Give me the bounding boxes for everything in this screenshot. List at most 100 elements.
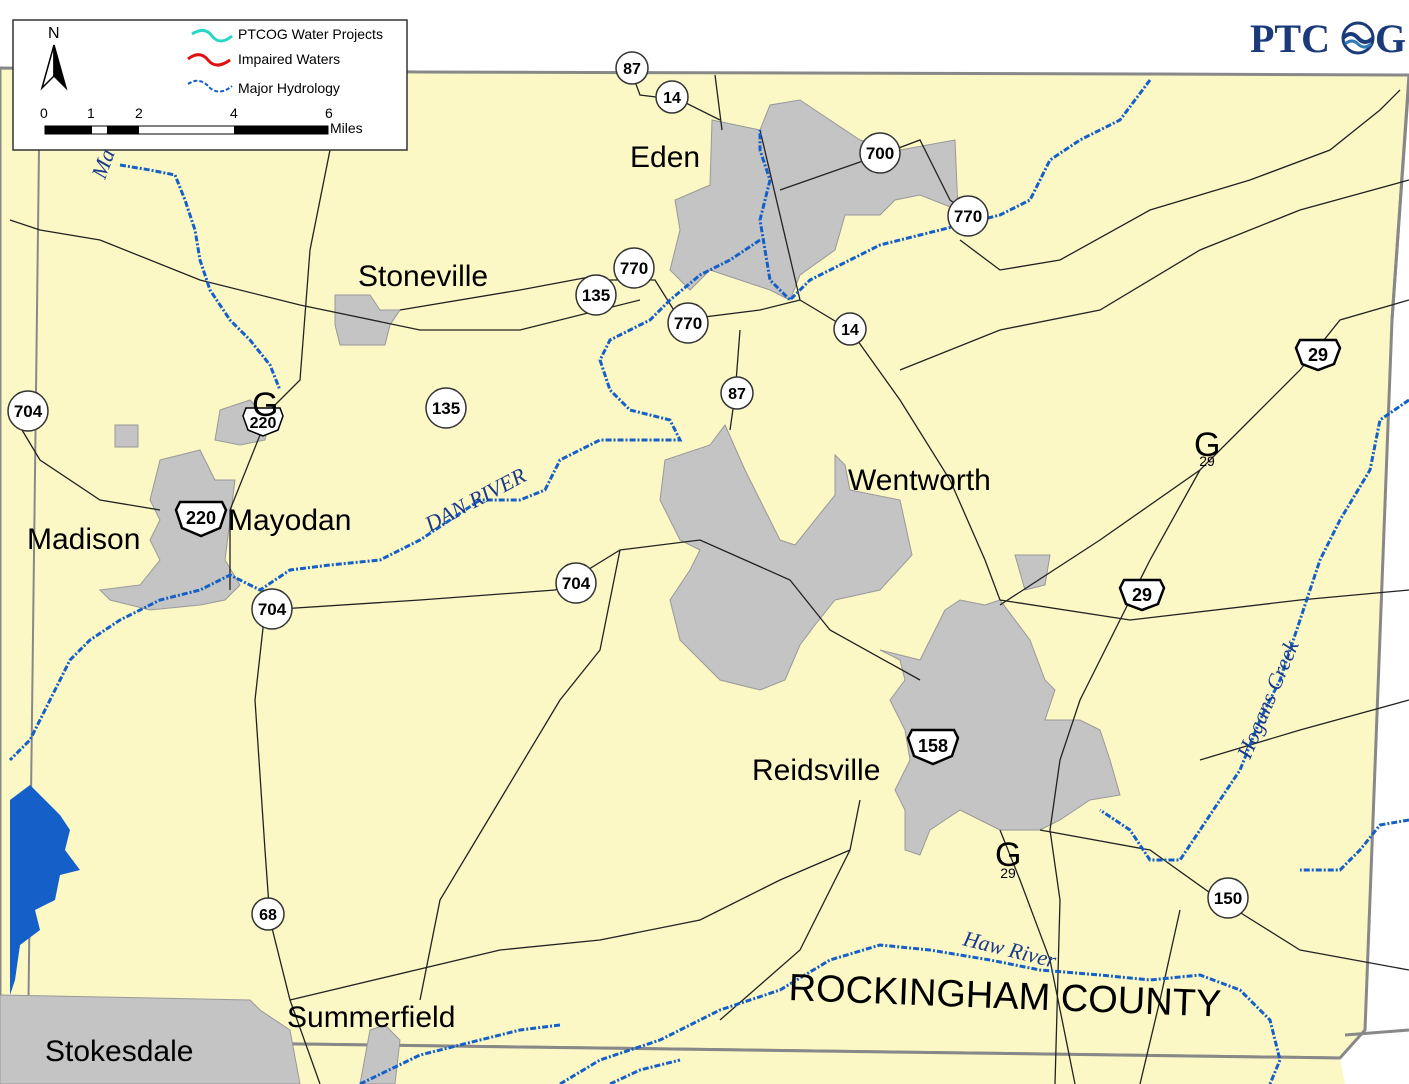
shield-sr-770-south: 770 [667,302,709,344]
shield-sr-770-west: 770 [613,247,655,289]
urban-reidsville-north [1014,554,1051,591]
logo-text-right: G [1375,16,1406,61]
svg-text:87: 87 [728,386,746,403]
shield-sr-770-east: 770 [947,195,989,237]
shield-sr-68: 68 [251,897,285,931]
svg-text:704: 704 [258,600,287,619]
svg-text:6: 6 [325,105,333,121]
svg-text:Impaired Waters: Impaired Waters [238,51,340,67]
svg-text:87: 87 [623,61,641,78]
svg-text:29: 29 [1000,865,1016,881]
town-madison: Madison [27,523,140,556]
svg-text:704: 704 [14,402,43,421]
town-stokesdale: Stokesdale [45,1035,193,1068]
south-creek-line [609,1058,681,1084]
svg-text:PTCOG Water Projects: PTCOG Water Projects [238,26,383,42]
svg-text:N: N [48,25,60,42]
east-creek-line [1300,818,1409,872]
shield-sr-87-north: 87 [615,51,649,85]
svg-text:704: 704 [562,574,591,593]
urban-stoneville [334,294,401,346]
river-network [8,79,1409,1084]
urban-madison-mayodan [98,449,241,611]
legend-item-major-hydrology: Major Hydrology [187,79,340,96]
shield-sr-704-mayodan: 704 [251,588,293,630]
gauge-south-29: G [995,836,1021,874]
haw-river-line [559,943,1282,1084]
svg-text:220: 220 [186,508,216,528]
shield-sr-704-center: 704 [555,562,597,604]
shield-us-29-small-north: 29 [1199,453,1215,469]
svg-text:220: 220 [250,415,277,432]
neighbor-county-area [0,1040,1345,1084]
svg-text:770: 770 [954,207,982,226]
town-labels: Eden Stoneville Wentworth Madison Mayoda… [27,141,991,1068]
impaired-waters-swatch-icon [187,53,231,67]
haw-river-west [359,1023,561,1084]
svg-text:135: 135 [582,286,610,305]
water-projects-swatch-icon [191,29,233,43]
town-eden: Eden [630,141,700,174]
hogans-creek-line [1099,398,1409,862]
svg-text:0: 0 [40,105,48,121]
svg-text:Miles: Miles [330,120,363,136]
gauge-north-29: G [1194,426,1220,464]
gauge-symbols: G G G [252,386,1220,874]
legend-item-impaired-waters: Impaired Waters [187,51,340,67]
legend-box: N PTCOG Water Projects Impaired Waters M… [12,19,408,151]
urban-stokesdale [0,994,301,1084]
svg-text:Major Hydrology: Major Hydrology [238,80,340,96]
shield-sr-135-south: 135 [425,387,467,429]
town-mayodan: Mayodan [228,504,351,537]
svg-text:14: 14 [663,90,681,107]
svg-text:150: 150 [1214,889,1242,908]
svg-text:135: 135 [432,399,460,418]
shield-us-29-east: 29 [1294,338,1342,372]
shield-us-220-north: 220 [242,407,284,437]
lake [10,785,80,995]
svg-text:2: 2 [135,105,143,121]
legend-item-water-projects: PTCOG Water Projects [191,26,383,43]
svg-text:1: 1 [87,105,95,121]
shield-sr-700: 700 [859,132,901,174]
shield-us-158: 158 [906,728,960,766]
town-wentworth: Wentworth [848,464,991,497]
logo-wave-icon [1341,21,1375,55]
gauge-mayodan: G [252,386,278,424]
shield-us-29-small-south: 29 [1000,865,1016,881]
svg-text:770: 770 [620,259,648,278]
shield-sr-87-south: 87 [720,376,754,410]
major-hydrology-swatch-icon [187,79,233,93]
svg-text:158: 158 [918,736,948,756]
town-reidsville: Reidsville [752,754,880,787]
shield-sr-14-north: 14 [655,80,689,114]
county-boundary-east [1390,79,1409,321]
scale-bar: 0 1 2 4 6 Miles [40,105,363,136]
north-arrow-icon: N [40,25,68,91]
town-summerfield: Summerfield [287,1001,455,1034]
shield-us-29-center: 29 [1118,578,1166,612]
dan-river-line [8,79,1152,762]
county-boundary-east-stub [1344,1028,1409,1037]
shield-sr-150: 150 [1207,877,1249,919]
shield-us-220-mayodan: 220 [174,500,228,538]
state-route-shields: 87 14 700 770 770 770 135 135 14 87 704 … [7,51,1249,931]
svg-text:14: 14 [841,322,859,339]
svg-text:4: 4 [230,105,238,121]
svg-text:29: 29 [1132,585,1152,605]
shield-sr-14-south: 14 [833,312,867,346]
town-stoneville: Stoneville [358,260,488,293]
mayo-river-line [119,163,282,391]
svg-text:68: 68 [259,907,277,924]
svg-text:770: 770 [674,314,702,333]
ptcog-logo: PTC G [1250,16,1406,61]
urban-small-west [114,424,139,448]
shield-sr-704-west: 704 [7,390,49,432]
logo-text-left: PTC [1250,16,1330,61]
us-route-shields: 220 220 158 29 29 29 29 [174,338,1342,881]
svg-text:29: 29 [1308,345,1328,365]
svg-text:29: 29 [1199,453,1215,469]
svg-text:700: 700 [866,144,894,163]
shield-sr-135-north: 135 [575,274,617,316]
